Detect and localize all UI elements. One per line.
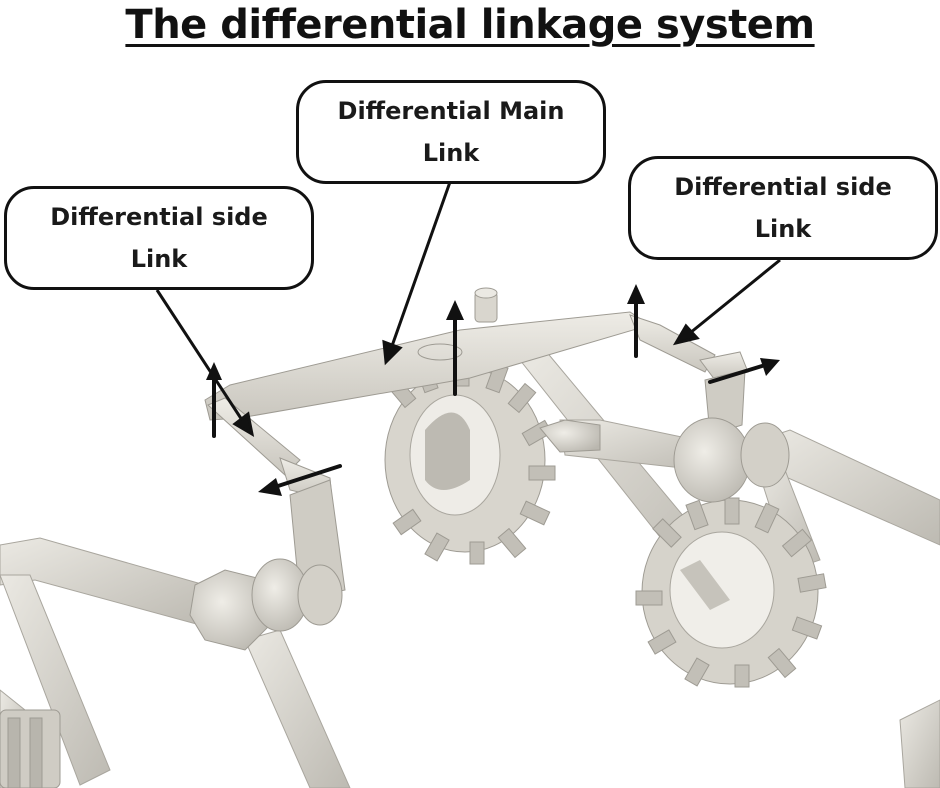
arrow-up-left: [206, 362, 222, 438]
arrow-left-horizontal: [258, 464, 342, 496]
pivot-hubs: [189, 417, 790, 651]
callout-main-line2: Link: [422, 139, 480, 167]
callout-right-line2: Link: [754, 215, 812, 243]
callout-right-line1: Differential side: [674, 173, 892, 201]
callout-left-side-link: Differential side Link: [4, 186, 314, 290]
callout-main-link: Differential Main Link: [296, 80, 606, 184]
leader-right: [672, 258, 781, 346]
leader-main: [382, 181, 452, 366]
differential-main-link: [204, 287, 716, 421]
leader-left: [155, 289, 255, 437]
motion-arrows: [206, 284, 780, 496]
center-wheel: [384, 359, 556, 565]
rocker-legs: [0, 349, 940, 788]
callout-main-line1: Differential Main: [337, 97, 565, 125]
left-rear-wheel: [0, 709, 61, 788]
arrow-up-center: [446, 300, 464, 396]
right-front-wheel: [635, 497, 827, 688]
callout-left-line2: Link: [130, 245, 188, 273]
diagram-title: The differential linkage system: [125, 2, 815, 48]
arrow-up-right: [627, 284, 645, 358]
callout-right-side-link: Differential side Link: [628, 156, 938, 260]
arrow-right-horizontal: [708, 358, 780, 384]
callout-leaders: [155, 181, 781, 437]
callout-left-line1: Differential side: [50, 203, 268, 231]
